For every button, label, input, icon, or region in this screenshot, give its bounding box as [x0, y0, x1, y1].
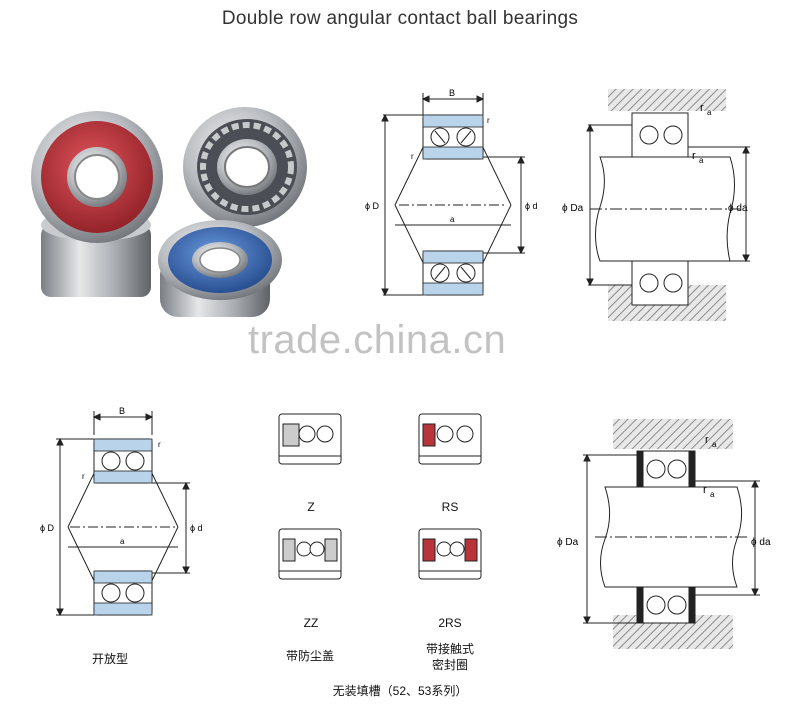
dim-d-label: ϕ d	[525, 201, 538, 211]
open-dim-D-label: ϕ D	[40, 523, 55, 533]
caption-seal-line2: 密封圈	[431, 658, 468, 672]
ra-label-inner-a-2: a	[710, 490, 715, 499]
mounting-diagram-bottom: r a r a ϕ Da ϕ da	[557, 419, 771, 649]
caption-seal-line1: 带接触式	[425, 642, 474, 656]
variant-2rs-diagram	[418, 528, 482, 580]
variant-zz-label: ZZ	[303, 616, 319, 630]
caption-shield: 带防尘盖	[285, 649, 334, 663]
dim-r-label: r	[487, 116, 490, 125]
caption-note: 无装填槽（52、53系列）	[332, 684, 468, 698]
bearing-photo-open	[183, 107, 307, 227]
variant-zz-diagram	[278, 528, 342, 580]
dim-D-label: ϕ D	[365, 201, 380, 211]
watermark: trade.china.cn	[248, 318, 507, 362]
ra-label-outer-a-2: a	[712, 440, 717, 449]
variant-rs-label: RS	[441, 500, 459, 514]
open-type-diagram: B r r ϕ D ϕ d a	[40, 406, 203, 617]
variant-rs-diagram	[418, 413, 482, 465]
dim-r-label-inner: r	[411, 152, 414, 161]
caption-open-type: 开放型	[91, 652, 128, 666]
cross-section-dimensions: B r r ϕ D ϕ d a	[365, 88, 538, 297]
bearing-photo-blue-seal	[158, 220, 282, 317]
open-dim-r-label-inner: r	[82, 472, 85, 481]
variant-z-diagram	[278, 413, 342, 465]
housing-top-2	[613, 419, 733, 449]
ra-label-inner-a: a	[699, 156, 704, 165]
lower-race-section	[422, 250, 484, 296]
mounting-diagram-top: r a r a ϕ Da ϕ da	[562, 89, 750, 321]
bearing-photo	[31, 107, 307, 317]
dim-Da-label: ϕ Da	[562, 203, 584, 214]
ra-label-inner-r: r	[692, 150, 696, 162]
dim-a-label: a	[450, 215, 455, 224]
open-dim-r-label: r	[158, 440, 161, 449]
variant-z-label: Z	[307, 500, 315, 514]
variant-2rs-label: 2RS	[438, 616, 462, 630]
dim-da-label-2: ϕ da	[751, 537, 771, 548]
ra-label-inner-r-2: r	[703, 484, 707, 496]
bearing-photo-red-seal	[31, 111, 163, 243]
open-dim-d-label: ϕ d	[190, 523, 203, 533]
dim-Da-label-2: ϕ Da	[557, 537, 579, 548]
open-dim-a-label: a	[120, 537, 125, 546]
dim-B-label: B	[449, 88, 455, 98]
upper-race-section	[422, 114, 484, 160]
ra-label-outer-a: a	[707, 108, 712, 117]
ra-label-outer-r: r	[700, 102, 704, 114]
open-dim-B-label: B	[119, 406, 125, 416]
dim-da-label: ϕ da	[728, 203, 748, 214]
housing-top	[608, 89, 726, 111]
ra-label-outer-r-2: r	[705, 434, 709, 446]
diagram-title: Double row angular contact ball bearings	[221, 8, 579, 29]
